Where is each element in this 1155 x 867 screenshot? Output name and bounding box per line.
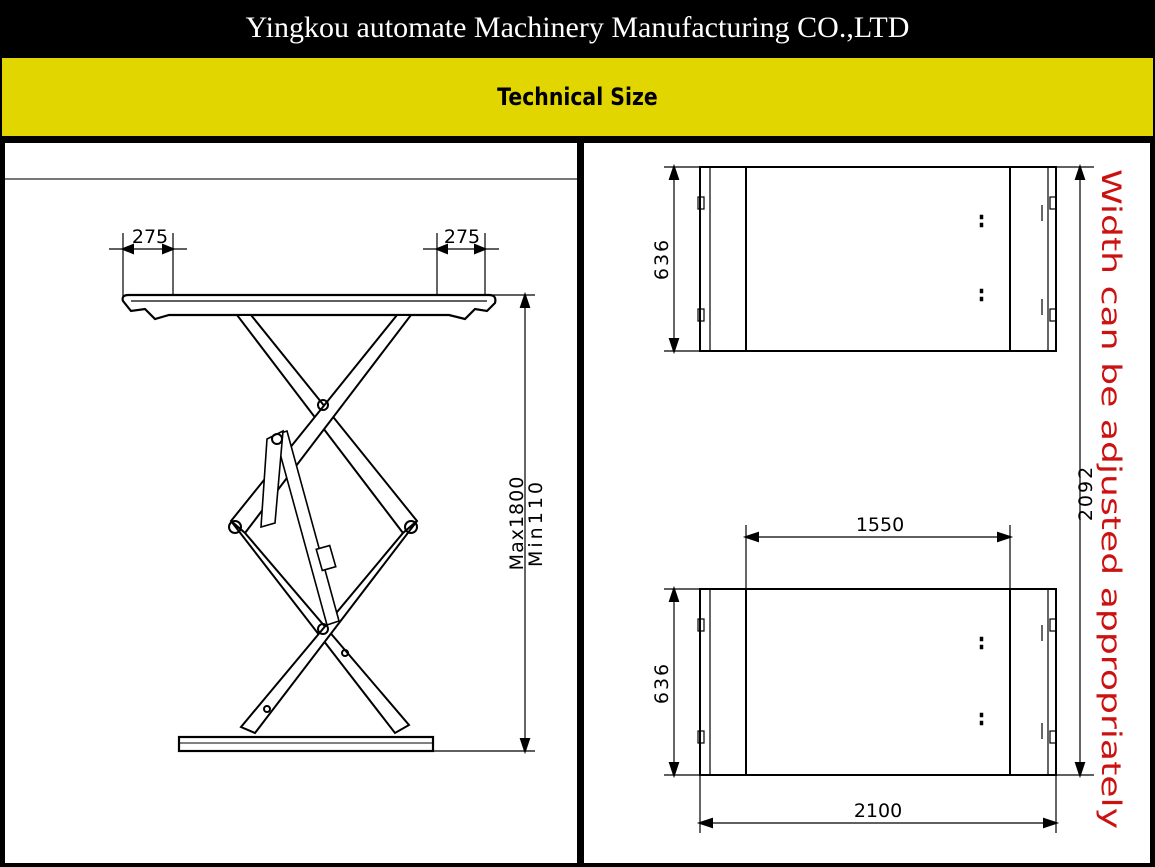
section-title: Technical Size (497, 83, 658, 111)
height-max-label: Max1800 (506, 476, 528, 571)
lower-plan-outline (699, 588, 1057, 776)
length-base-label: 2100 (854, 800, 902, 822)
length-total-label: 2092 (1075, 465, 1097, 521)
platform (121, 293, 497, 321)
height-min-label: Min110 (525, 479, 547, 567)
top-view-drawing: 636 636 2092 1550 2100 Width can be adju… (651, 163, 1126, 833)
adjustable-width-note: Width can be adjusted appropriately (1095, 169, 1126, 829)
width-lower-label: 636 (651, 662, 673, 704)
base-plate (177, 735, 435, 753)
length-plate-label: 1550 (856, 514, 904, 536)
section-title-band: Technical Size (2, 58, 1153, 136)
company-header: Yingkou automate Machinery Manufacturing… (0, 0, 1155, 56)
dim-right-top: 275 (444, 226, 480, 248)
upper-plan-outline (699, 166, 1057, 352)
side-view-drawing: 275 275 Max1800 Min110 (5, 178, 577, 755)
width-upper-label: 636 (651, 238, 673, 280)
company-name: Yingkou automate Machinery Manufacturing… (245, 11, 910, 44)
side-view-panel: 275 275 Max1800 Min110 (5, 143, 577, 863)
top-view-panel: 636 636 2092 1550 2100 Width can be adju… (584, 143, 1150, 863)
dim-left-top: 275 (132, 226, 168, 248)
